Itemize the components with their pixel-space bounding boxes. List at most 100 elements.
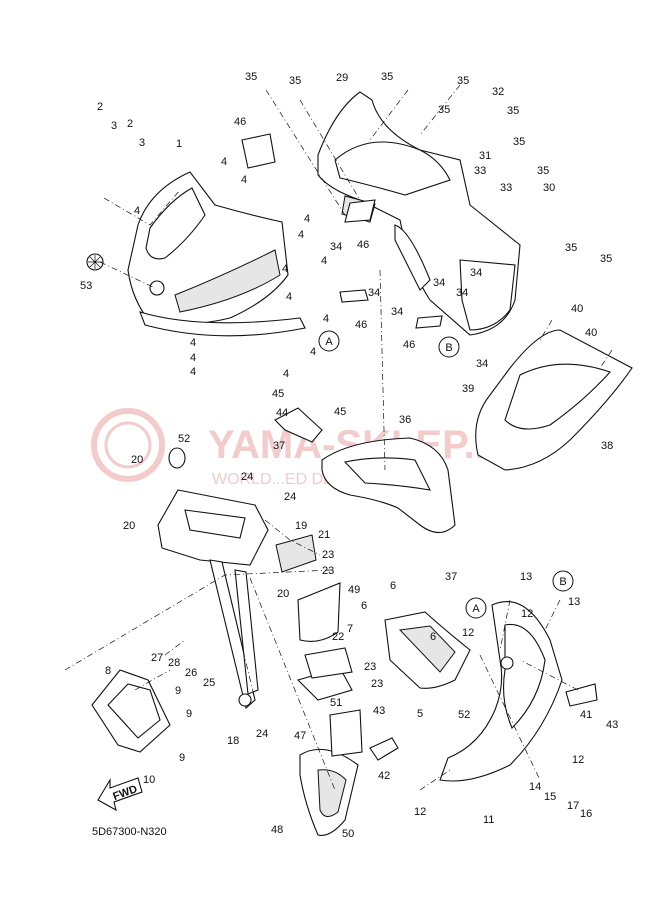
callout-23: 23 [322, 549, 334, 561]
callout-46: 46 [403, 339, 415, 351]
callout-9: 9 [179, 752, 185, 764]
bracket-part-8 [91, 669, 171, 753]
callout-44: 44 [276, 407, 288, 419]
callout-34: 34 [456, 287, 468, 299]
callout-23: 23 [364, 661, 376, 673]
callout-36: 36 [399, 414, 411, 426]
callout-37: 37 [273, 440, 285, 452]
callout-34: 34 [330, 241, 342, 253]
callout-17: 17 [567, 800, 579, 812]
callout-30: 30 [543, 182, 555, 194]
callout-31: 31 [479, 150, 491, 162]
lower-cover-part-48 [299, 748, 359, 836]
callout-7: 7 [347, 623, 353, 635]
callout-34: 34 [433, 277, 445, 289]
callout-35: 35 [381, 71, 393, 83]
callout-35: 35 [537, 165, 549, 177]
svg-text:A: A [472, 603, 480, 615]
callout-42: 42 [378, 770, 390, 782]
callout-52: 52 [458, 709, 470, 721]
callout-43: 43 [373, 705, 385, 717]
callout-35: 35 [245, 71, 257, 83]
callout-12: 12 [521, 608, 533, 620]
callout-4: 4 [190, 366, 196, 378]
callout-21: 21 [318, 529, 330, 541]
callout-46: 46 [234, 116, 246, 128]
side-cover-part-11 [439, 601, 563, 782]
callout-34: 34 [391, 306, 403, 318]
callout-23: 23 [322, 565, 334, 577]
callout-37: 37 [445, 571, 457, 583]
callout-24: 24 [284, 491, 296, 503]
fwd-arrow-icon: FWD [97, 777, 143, 812]
callout-25: 25 [203, 677, 215, 689]
callout-39: 39 [462, 383, 474, 395]
lower-cowl-part-5 [384, 611, 471, 689]
callout-40: 40 [585, 327, 597, 339]
inner-frame-part-36 [321, 437, 456, 534]
callout-11: 11 [483, 814, 494, 826]
front-cowling-part-1 [127, 171, 306, 337]
callout-4: 4 [241, 174, 247, 186]
callout-18: 18 [227, 735, 239, 747]
callout-40: 40 [571, 303, 583, 315]
cover-part-49 [297, 582, 341, 642]
callout-15: 15 [544, 791, 556, 803]
callout-45: 45 [334, 406, 346, 418]
callout-13: 13 [520, 571, 532, 583]
callout-4: 4 [321, 255, 327, 267]
callout-4: 4 [221, 156, 227, 168]
callout-46: 46 [355, 319, 367, 331]
callout-4: 4 [190, 352, 196, 364]
callout-26: 26 [185, 667, 197, 679]
ref-marker-b-lower: B [552, 570, 574, 592]
callout-50: 50 [342, 828, 354, 840]
callout-2: 2 [127, 118, 133, 130]
callout-4: 4 [323, 313, 329, 325]
callout-9: 9 [175, 685, 181, 697]
callout-32: 32 [492, 86, 504, 98]
clip-part-42 [369, 737, 399, 761]
callout-28: 28 [168, 657, 180, 669]
callout-43: 43 [606, 719, 618, 731]
callout-24: 24 [241, 471, 253, 483]
callout-labels: 1 2 2 3 3 4 4 4 4 4 4 4 4 4 4 4 4 4 4 5 … [80, 71, 618, 840]
callout-27: 27 [151, 652, 163, 664]
grommet-part-52 [168, 447, 186, 469]
callout-33: 33 [474, 165, 486, 177]
ref-marker-a-lower: A [465, 597, 487, 619]
callout-12: 12 [414, 806, 426, 818]
callout-4: 4 [298, 229, 304, 241]
callout-14: 14 [529, 781, 541, 793]
callout-48: 48 [271, 824, 283, 836]
callout-4: 4 [282, 263, 288, 275]
diagram-code: 5D67300-N320 [92, 826, 167, 838]
svg-text:A: A [325, 336, 333, 348]
callout-29: 29 [336, 72, 348, 84]
callout-34: 34 [470, 267, 482, 279]
callout-16: 16 [580, 808, 592, 820]
bracket-part-18 [209, 559, 259, 710]
ref-marker-b-upper: B [438, 336, 460, 358]
callout-4: 4 [283, 368, 289, 380]
callout-33: 33 [500, 182, 512, 194]
callout-10: 10 [143, 774, 155, 786]
callout-35: 35 [513, 136, 525, 148]
grommet-part-53 [86, 253, 104, 271]
callout-20: 20 [277, 588, 289, 600]
side-panel-part-38 [475, 329, 633, 471]
callout-35: 35 [600, 253, 612, 265]
panel-part-47 [329, 709, 363, 757]
svg-text:B: B [559, 576, 566, 588]
callout-45: 45 [272, 388, 284, 400]
callout-12: 12 [572, 754, 584, 766]
callout-46: 46 [357, 239, 369, 251]
callout-24: 24 [256, 728, 268, 740]
bracket-part-22 [304, 647, 353, 679]
callout-12: 12 [462, 627, 474, 639]
ref-marker-a-upper: A [318, 330, 340, 352]
sticker-part-46 [241, 133, 443, 329]
meter-panel-part-19 [157, 489, 317, 573]
callout-4: 4 [190, 337, 196, 349]
